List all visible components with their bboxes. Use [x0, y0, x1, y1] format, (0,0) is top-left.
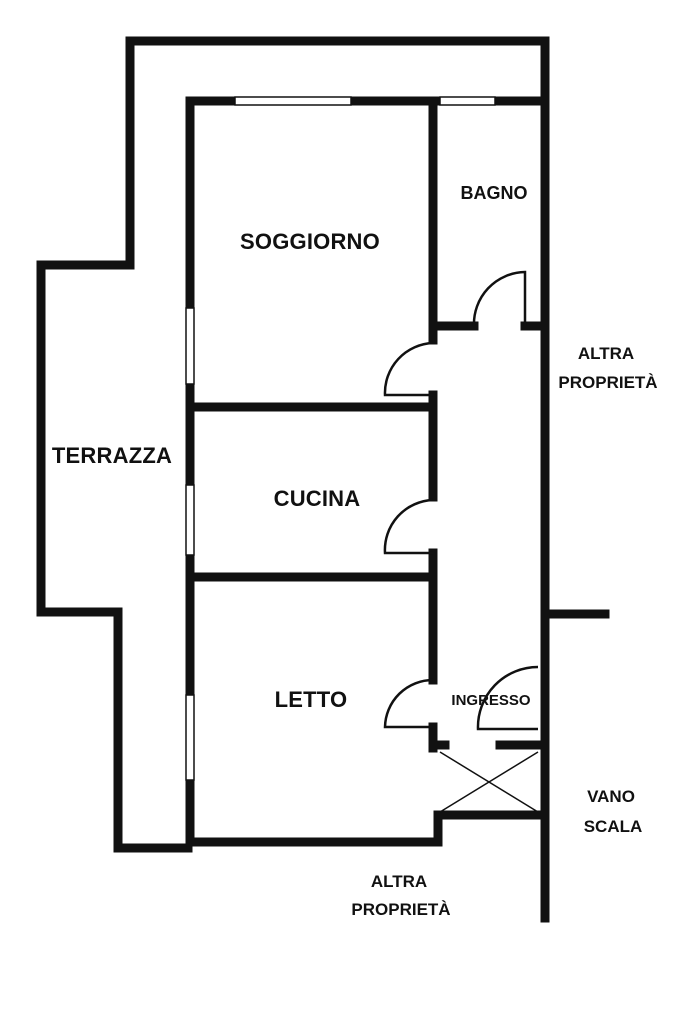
- door-bath: [472, 270, 527, 327]
- label-scala: SCALA: [584, 817, 643, 836]
- label-soggiorno: SOGGIORNO: [240, 229, 380, 254]
- door-bedroom: [383, 678, 434, 729]
- label-altra-proprieta-right-1: ALTRA: [578, 344, 634, 363]
- label-altra-proprieta-bottom-2: PROPRIETÀ: [351, 900, 450, 919]
- label-letto: LETTO: [275, 687, 348, 712]
- windows: [185, 96, 496, 781]
- label-terrazza: TERRAZZA: [52, 443, 172, 468]
- window-living-left: [185, 307, 195, 385]
- window-bath-top: [439, 96, 496, 106]
- window-bedroom-left: [185, 694, 195, 781]
- walls: [36, 36, 610, 923]
- label-vano: VANO: [587, 787, 635, 806]
- terrace-outer-wall: [36, 36, 550, 853]
- stair-cross: [439, 751, 539, 813]
- window-living-top: [234, 96, 352, 106]
- label-bagno: BAGNO: [461, 183, 528, 203]
- window-kitchen-left: [185, 484, 195, 556]
- door-kitchen: [383, 498, 434, 555]
- door-living: [383, 341, 434, 397]
- label-altra-proprieta-right-2: PROPRIETÀ: [558, 373, 657, 392]
- doors: [383, 270, 539, 731]
- door-entrance: [476, 665, 539, 731]
- label-ingresso: INGRESSO: [451, 692, 531, 709]
- label-altra-proprieta-bottom-1: ALTRA: [371, 872, 427, 891]
- label-cucina: CUCINA: [274, 486, 361, 511]
